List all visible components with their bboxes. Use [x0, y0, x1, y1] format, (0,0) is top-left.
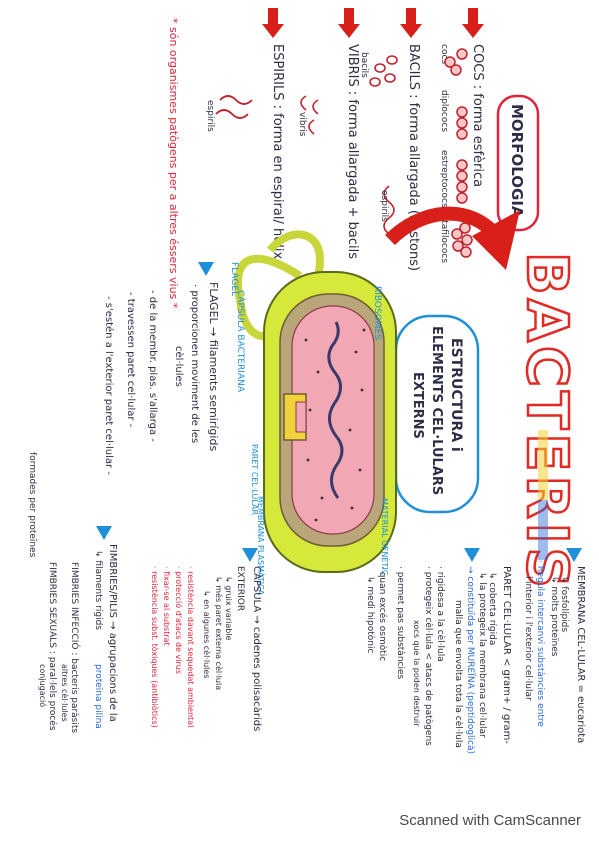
fimbries-note-line: FIMBRIES/PILIS → agrupacions de la	[107, 544, 118, 722]
cocs-line: COCS : forma esfèrica	[470, 44, 485, 187]
patogens-note: * són organismes patògens per a altres é…	[167, 18, 180, 309]
espirils-label: espirils	[205, 100, 215, 132]
estructura-heading: ESTRUCTURA i ELEMENTS CEL·LULARS EXTERNS	[394, 314, 480, 514]
paret-note-line: ↳ coberta rígida	[487, 572, 497, 645]
flagel-note-line: - de la membr. plas. s'allarga -	[147, 290, 158, 442]
label-paret: PARET CEL·LULAR	[250, 444, 259, 515]
espirils-line: ESPIRILS : forma en espiral/ hèlix	[270, 44, 285, 259]
genetic-material-shape	[327, 321, 344, 499]
scanner-watermark: Scanned with CamScanner	[399, 812, 581, 829]
flagel-notes: FLAGEL → filaments semirígids · proporci…	[103, 262, 220, 475]
membrana-notes: MEMBRANA CEL·LULAR = eucariota ↳ fosfolí…	[523, 548, 586, 743]
bacils-sub-label: espirils	[379, 190, 389, 222]
cocs-icon	[444, 48, 473, 258]
cocs-type-label: diplococs	[439, 90, 449, 132]
membrana-note-line: · Regula intercanvi substàncies entre	[535, 560, 545, 727]
paret-note-line: PARET CEL·LULAR < gram+ / gram-	[501, 566, 512, 744]
cocs-type-label: cocs	[439, 44, 449, 64]
fimbries-note-line: conjugació	[38, 664, 48, 707]
capsula-note-line: ↳ en algunes cèl·lules	[202, 590, 212, 678]
red-curved-arrow-icon	[385, 206, 520, 270]
fimbries-note-line: FIMBRIES SEXUALS : paral·lels procés	[47, 562, 58, 731]
fimbries-notes: FIMBRIES/PILIS → agrupacions de la ↳ fil…	[27, 452, 118, 733]
membrana-note-line: MEMBRANA CEL·LULAR = eucariota	[575, 566, 586, 743]
red-arrow-icon	[400, 8, 422, 38]
svg-text:BACTERIS: BACTERIS	[514, 252, 579, 592]
morfologia-heading: MORFOLOGIA	[496, 94, 540, 232]
red-arrow-icon	[262, 8, 284, 38]
bacterium-diagram	[234, 230, 397, 573]
svg-text:EXTERNS: EXTERNS	[410, 372, 425, 439]
capsula-note-line: · protecció d'atacs de virus	[174, 566, 184, 674]
bacils-icon	[369, 55, 398, 235]
fimbries-note-line: FIMBRIES INFECCIÓ : bacteris paràsits	[69, 562, 81, 733]
capsula-note-line: · fixar-se al substrat	[162, 566, 171, 646]
membrana-note-line: ↳ fosfolípids	[559, 576, 569, 632]
label-membrana: MEMBRANA PLASMÀTICA	[256, 496, 267, 596]
paret-note-line: · rigidesa a la cèl·lula	[435, 566, 446, 662]
red-arrow-icon	[462, 8, 484, 38]
paret-notes: PARET CEL·LULAR < gram+ / gram- ↳ cobert…	[365, 548, 512, 754]
fimbries-note-line: formades per proteïnes	[27, 452, 37, 558]
capsula-notes: CÀPSULA → cadenes polisacàrids EXTERIOR …	[150, 548, 264, 731]
membrana-note-line: l'interior i l'exterior cel·lular	[523, 576, 533, 701]
cocs-type-label: estreptococs	[439, 150, 449, 208]
flagel-note-line: cèl·lules	[173, 346, 185, 387]
paret-note-line: ↳ la protegeix la membrana cel·lular	[477, 572, 487, 738]
paret-note-line: xocs que la poden destruir	[412, 620, 421, 727]
capsula-note-line: EXTERIOR	[235, 566, 245, 611]
cocs-type-label: estafilococs	[439, 210, 449, 263]
fimbries-note-line: altres cèl·lules	[60, 664, 70, 722]
fimbries-note-line: ↳ filaments rígids	[93, 550, 103, 630]
red-arrow-icon	[338, 8, 360, 38]
flagel-note-line: · proporcionen moviment de les	[189, 284, 200, 443]
paret-note-line: · quan excés osmòtic	[377, 566, 388, 661]
paret-note-line: → constituïda per MUREÏNA (peptidoglicà)	[465, 566, 476, 754]
paret-note-line: ↳ medi hipotònic	[365, 576, 376, 653]
paret-note-line: · permet pas substàncies	[395, 566, 405, 680]
flagel-note-line: - s'estén a l'exterior paret cel·lular -	[103, 296, 115, 475]
label-ribosomes: RIBOSOMES	[372, 286, 382, 340]
membrana-note-line: ↳ molts proteïnes	[549, 576, 559, 657]
ribosomes-dots	[304, 328, 366, 522]
capsula-note-line: · resistència subst. tòxiques (antibiòti…	[150, 566, 160, 728]
label-flagel: FLAGEL	[229, 262, 239, 296]
handwritten-sheet: COCS : forma esfèrica BACILS : forma all…	[27, 8, 586, 754]
morfologia-section: COCS : forma esfèrica BACILS : forma all…	[167, 8, 540, 309]
svg-text:ELEMENTS CEL·LULARS: ELEMENTS CEL·LULARS	[429, 326, 444, 495]
blue-arrow-icon	[242, 548, 258, 562]
vibris-icon	[300, 95, 319, 135]
fimbries-note-line: proteïna pilina	[93, 664, 103, 729]
capsula-note-line: · resistència davant sequedat ambiental	[186, 566, 196, 727]
page-title: BACTERIS	[513, 251, 581, 593]
vibris-label: vibris	[297, 112, 307, 137]
capsula-note-line: ↳ més paret externa cèl·lula	[214, 576, 224, 690]
flagel-note-line: FLAGEL → filaments semirígids	[207, 282, 220, 451]
blue-arrow-icon	[198, 262, 214, 276]
vibris-line: VIBRIS : forma allargada + bacils	[345, 44, 360, 259]
espirils-icon	[215, 95, 253, 119]
blue-arrow-icon	[464, 548, 480, 562]
blue-arrow-icon	[96, 526, 112, 540]
label-capsula: CÀPSULA BACTERIANA	[235, 290, 247, 393]
blue-arrow-icon	[566, 548, 582, 562]
svg-text:ESTRUCTURA i: ESTRUCTURA i	[448, 338, 464, 452]
label-material-genetic: MATERIAL GENÈTIC	[380, 498, 391, 576]
flagel-note-line: - travessen paret cel·lular -	[125, 292, 136, 428]
bacils-line: BACILS : forma allargada (bastons)	[406, 44, 421, 271]
capsula-note-line: ↳ gruix variable	[224, 576, 233, 641]
capsula-note-line: CÀPSULA → cadenes polisacàrids	[251, 566, 264, 731]
paret-note-line: · protegeix cèl·lula < atacs de patògens	[423, 566, 434, 746]
bacils-sub-label: bacils	[359, 52, 369, 78]
paret-note-line: malla que envolta tota la cèl·lula	[453, 600, 464, 748]
svg-text:MORFOLOGIA: MORFOLOGIA	[508, 104, 526, 218]
